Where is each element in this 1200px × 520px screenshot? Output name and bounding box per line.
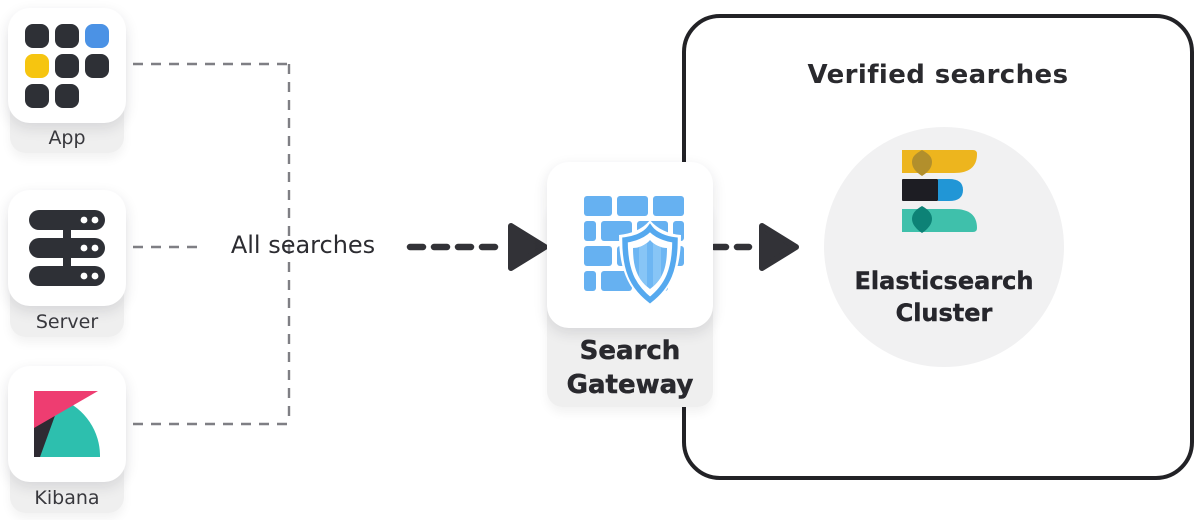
firewall-shield-icon [584,196,684,306]
all-searches-label: All searches [230,231,376,259]
kibana-logo-icon [34,391,100,457]
server-icon [29,210,105,286]
verified-searches-title: Verified searches [807,60,1069,90]
kibana-card [8,366,126,482]
all-searches-arrow-head [508,223,548,271]
server-label: Server [35,311,99,333]
elasticsearch-cluster-label: Elasticsearch Cluster [824,265,1064,329]
gateway-card [547,162,713,328]
cluster-label-line2: Cluster [895,299,993,327]
cluster-label-line1: Elasticsearch [854,267,1034,295]
gateway-label-line2: Gateway [566,370,694,401]
app-label: App [48,127,86,149]
server-card [8,190,126,306]
kibana-label: Kibana [34,487,100,509]
elasticsearch-cluster-circle: Elasticsearch Cluster [824,127,1064,367]
elasticsearch-logo-icon [902,150,977,233]
gateway-label: Search Gateway [547,334,713,402]
gateway-label-line1: Search [579,336,681,367]
app-card [8,8,126,123]
app-grid-icon [25,23,109,108]
all-searches-arrow [406,223,548,271]
